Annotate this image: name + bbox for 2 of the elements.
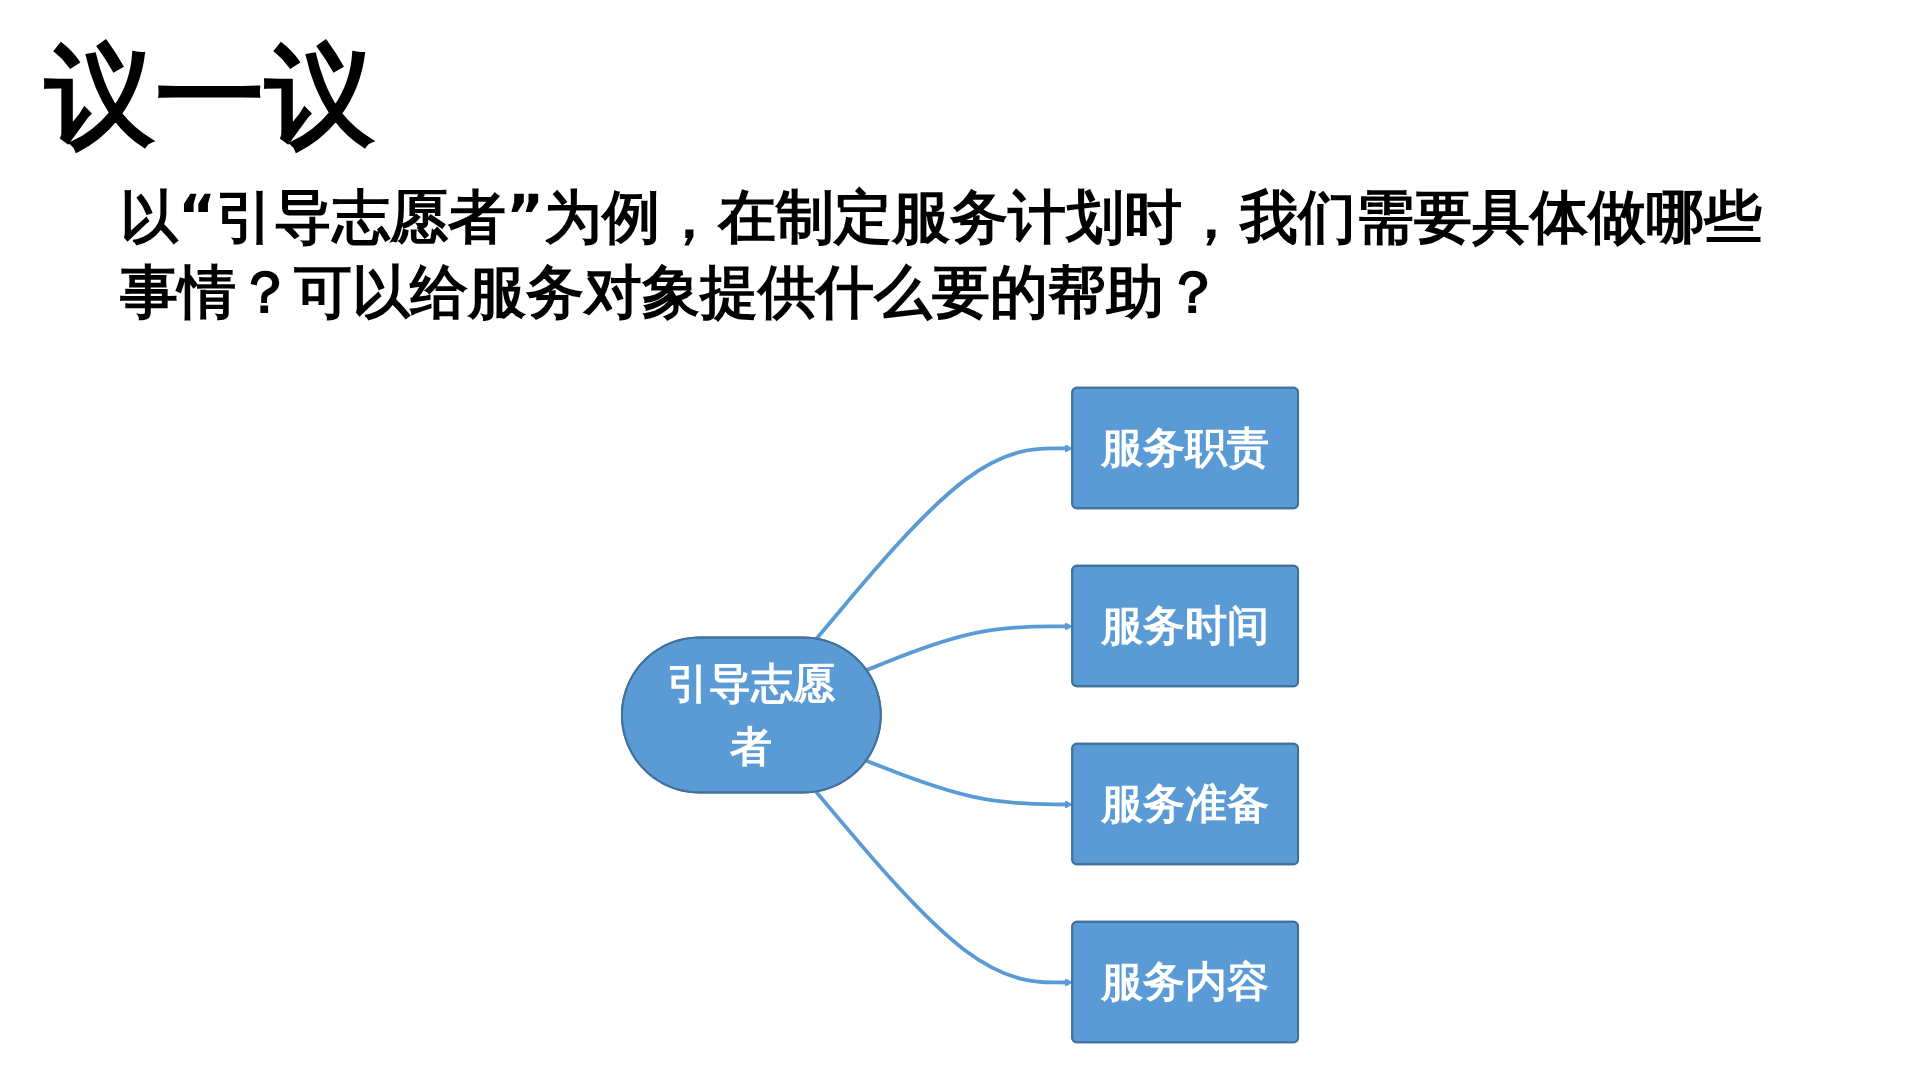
question-text: 以“引导志愿者”为例，在制定服务计划时，我们需要具体做哪些事情？可以给服务对象提供什么要的帮助？ <box>120 182 1764 329</box>
slide-title: 议一议 <box>45 31 375 162</box>
